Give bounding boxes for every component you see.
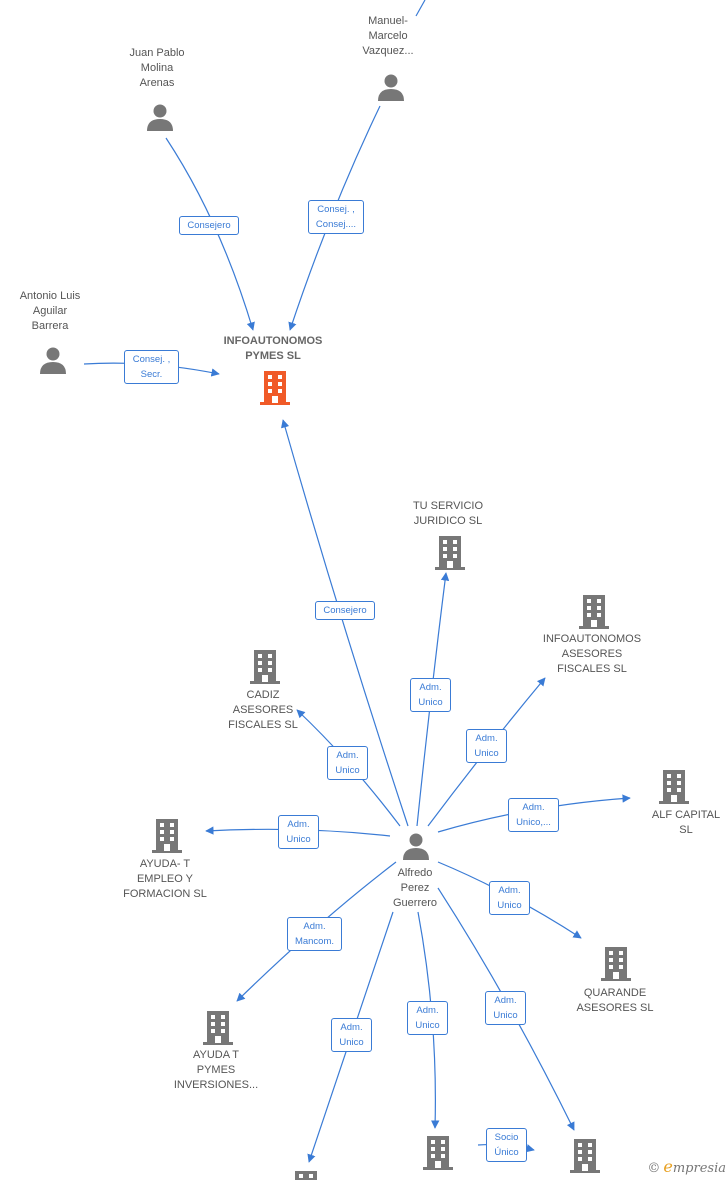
brand-e: e [663, 1157, 673, 1176]
building-icon[interactable] [422, 1135, 454, 1171]
building-icon[interactable] [292, 1170, 320, 1180]
node-label-infoautonomos-pymes[interactable]: INFOAUTONOMOS PYMES SL [223, 335, 323, 362]
person-icon[interactable] [401, 831, 431, 861]
edge-label-alfredo-to-main: Consejero [315, 601, 375, 620]
node-label-manuel[interactable]: Manuel- Marcelo Vazquez... [362, 15, 414, 57]
copyright-symbol: © [647, 1161, 661, 1176]
edge-manuel-offscreen [415, 0, 426, 17]
node-label-ayuda-t-pymes[interactable]: AYUDA T PYMES INVERSIONES... [173, 1049, 259, 1091]
person-icon[interactable] [376, 72, 406, 102]
node-label-juan-pablo[interactable]: Juan Pablo Molina Arenas [129, 47, 185, 89]
edge-label-alfredo-to-tu-servicio: Adm. Unico [410, 678, 451, 712]
edge-label-juan-to-main: Consejero [179, 216, 239, 235]
edge-label-alfredo-to-bottom-center: Adm. Unico [407, 1001, 448, 1035]
node-label-alf-capital[interactable]: ALF CAPITAL SL [651, 809, 721, 836]
node-label-tu-servicio[interactable]: TU SERVICIO JURIDICO SL [412, 500, 484, 527]
building-icon[interactable] [658, 769, 690, 805]
building-icon[interactable] [202, 1010, 234, 1046]
building-icon[interactable] [151, 818, 183, 854]
edge-label-alfredo-to-cadiz: Adm. Unico [327, 746, 368, 780]
node-label-quarande[interactable]: QUARANDE ASESORES SL [576, 987, 654, 1014]
person-icon[interactable] [145, 102, 175, 132]
edge-label-alfredo-to-bottom-left: Adm. Unico [331, 1018, 372, 1052]
brand-logo[interactable]: ©empresia [647, 1157, 726, 1176]
node-label-alfredo[interactable]: Alfredo Perez Guerrero [392, 867, 438, 909]
edge-label-alfredo-to-quarande: Adm. Unico [489, 881, 530, 915]
person-icon[interactable] [38, 345, 68, 375]
building-icon[interactable] [578, 594, 610, 630]
edge-label-alfredo-to-ayuda-pymes: Adm. Mancom. [287, 917, 342, 951]
node-label-infoautonomos-asesores[interactable]: INFOAUTONOMOS ASESORES FISCALES SL [542, 633, 642, 675]
edge-label-alfredo-to-ayuda-empleo: Adm. Unico [278, 815, 319, 849]
node-label-antonio[interactable]: Antonio Luis Aguilar Barrera [19, 290, 81, 332]
building-icon[interactable] [600, 946, 632, 982]
edge-label-alfredo-to-alf-capital: Adm. Unico,... [508, 798, 559, 832]
brand-name: mpresia [672, 1161, 726, 1176]
edge-label-manuel-to-main: Consej. , Consej.... [308, 200, 364, 234]
building-icon[interactable] [569, 1138, 601, 1174]
edge-label-center-to-right-bottom: Socio Único [486, 1128, 527, 1162]
building-icon[interactable] [259, 370, 291, 406]
building-icon[interactable] [249, 649, 281, 685]
edge-label-antonio-to-main: Consej. , Secr. [124, 350, 179, 384]
node-label-cadiz[interactable]: CADIZ ASESORES FISCALES SL [228, 689, 298, 731]
edge-alfredo-to-main [281, 419, 409, 827]
edge-label-alfredo-to-bottom-right: Adm. Unico [485, 991, 526, 1025]
edge-label-alfredo-to-info-asesores: Adm. Unico [466, 729, 507, 763]
building-icon[interactable] [434, 535, 466, 571]
node-label-ayuda-t-empleo[interactable]: AYUDA- T EMPLEO Y FORMACION SL [123, 858, 207, 900]
